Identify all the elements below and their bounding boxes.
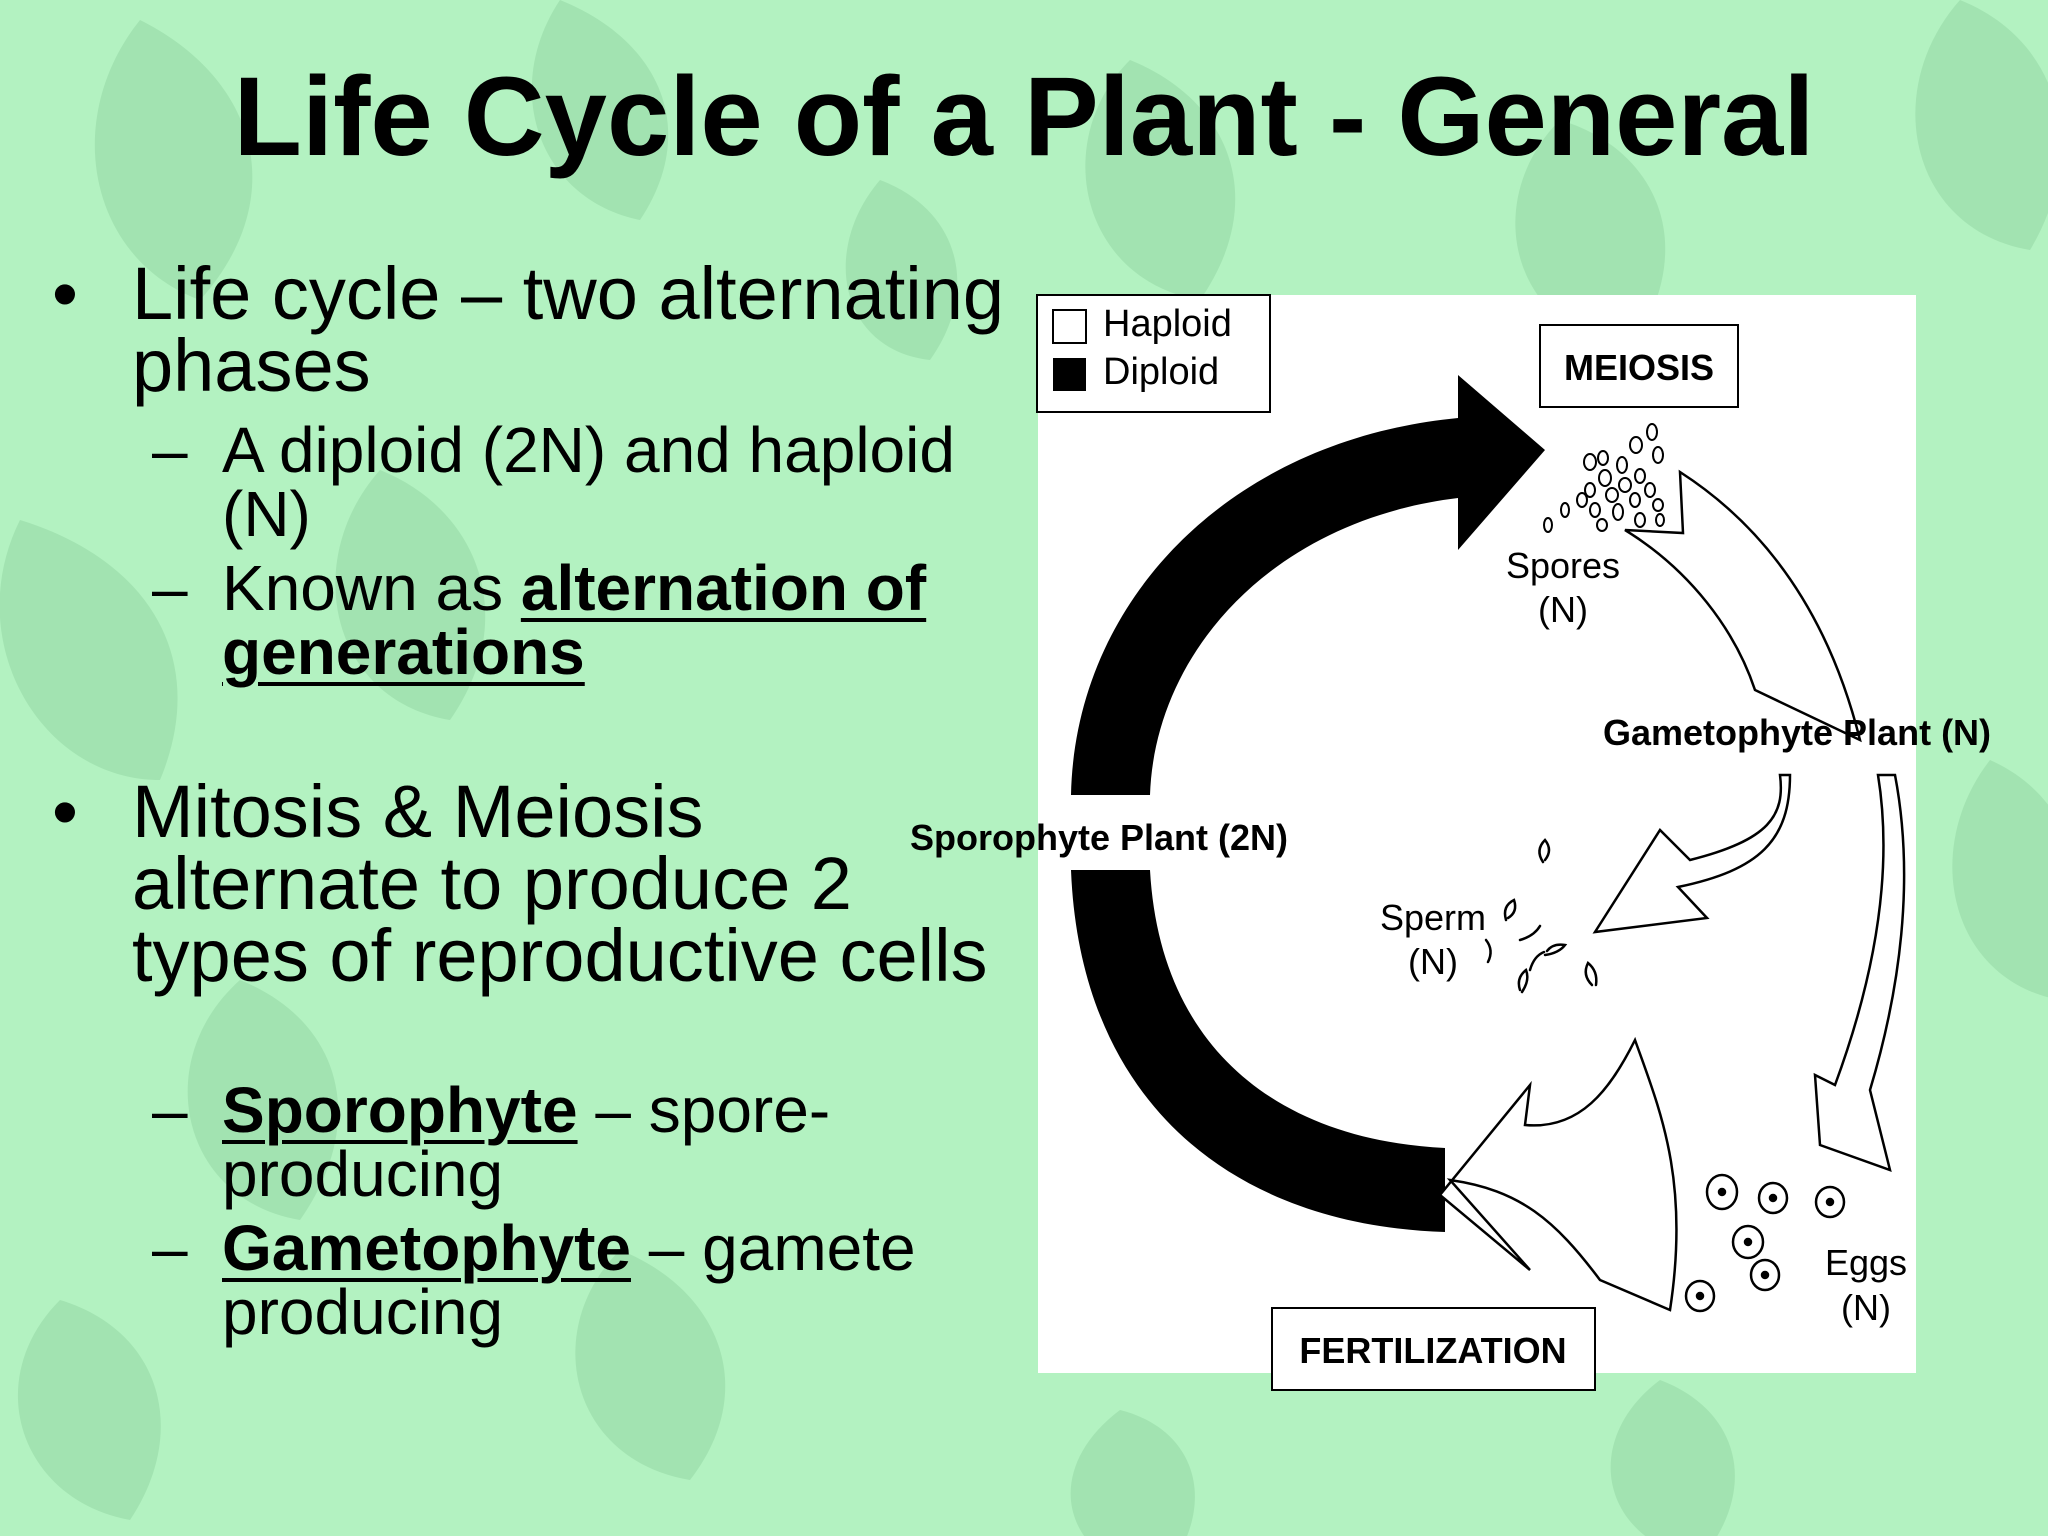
spores-label: Spores: [1506, 545, 1620, 586]
meiosis-label: MEIOSIS: [1564, 347, 1714, 388]
diploid-legend-swatch: [1053, 358, 1086, 391]
leaf-icon: [1610, 1380, 1735, 1536]
bullet-marker: •: [52, 252, 78, 335]
leaf-icon: [531, 0, 669, 220]
leaf-icon: [1952, 760, 2048, 998]
meiosis-box: [1539, 324, 1739, 408]
sperm-label: Sperm: [1380, 897, 1486, 938]
sub-bullet-text: Known as: [222, 552, 521, 624]
key-term: alternation of generations: [222, 552, 927, 688]
sub-bullet-marker: –: [152, 1074, 188, 1146]
spores-ploidy-label: (N): [1538, 589, 1588, 630]
sporophyte-plant-label: Sporophyte Plant (2N): [910, 817, 1288, 858]
leaf-icon: [845, 180, 958, 360]
key-term: Gametophyte: [222, 1212, 631, 1284]
sub-bullet-text: – gamete producing: [222, 1212, 916, 1348]
eggs-label: Eggs: [1825, 1242, 1907, 1283]
sub-bullet-item: – Sporophyte – spore-producing: [152, 1078, 1022, 1206]
sub-bullet-item: – Gametophyte – gamete producing: [152, 1216, 1022, 1344]
sporophyte-arrow-tail: [1071, 870, 1445, 1232]
sperm-ploidy-label: (N): [1408, 941, 1458, 982]
leaf-icon: [0, 520, 178, 780]
spores-cluster: [1543, 423, 1665, 533]
sub-bullet-item: – A diploid (2N) and haploid (N): [152, 418, 1022, 546]
leaf-icon: [187, 980, 339, 1220]
sub-bullet-marker: –: [152, 414, 188, 486]
leaf-icon: [335, 470, 486, 720]
leaf-icon: [1070, 1410, 1195, 1536]
bullet-marker: •: [52, 770, 78, 853]
key-term: Sporophyte: [222, 1074, 578, 1146]
sub-bullet-marker: –: [152, 1212, 188, 1284]
leaf-icon: [1515, 120, 1666, 350]
sperm-cluster: [1484, 838, 1598, 994]
bullet-text: Mitosis & Meiosis alternate to produce 2…: [132, 770, 988, 997]
sub-bullet-text: A diploid (2N) and haploid (N): [222, 414, 955, 550]
legend-haploid-label: Haploid: [1103, 303, 1232, 345]
gametophyte-plant-label: Gametophyte Plant (N): [1603, 712, 1991, 753]
sub-bullet-item: – Known as alternation of generations: [152, 556, 1022, 684]
leaf-icon: [1085, 60, 1236, 300]
meiosis-to-gametophyte-arrow: [1624, 469, 1862, 743]
bullet-item: • Life cycle – two alternating phases: [52, 257, 1012, 403]
eggs-cluster: [1684, 1173, 1846, 1313]
eggs-ploidy-label: (N): [1841, 1287, 1891, 1328]
legend-diploid-label: Diploid: [1103, 351, 1219, 393]
bullet-item: • Mitosis & Meiosis alternate to produce…: [52, 775, 1012, 993]
sub-bullet-marker: –: [152, 552, 188, 624]
leaf-icon: [1915, 0, 2048, 250]
haploid-legend-swatch: [1052, 309, 1087, 344]
sub-bullet-text: – spore-producing: [222, 1074, 831, 1210]
slide-title: Life Cycle of a Plant - General: [233, 54, 1815, 179]
leaf-icon: [17, 1300, 161, 1520]
bullet-text: Life cycle – two alternating phases: [132, 252, 1005, 407]
leaf-icon: [94, 20, 253, 300]
gametophyte-to-sperm-arrow: [1592, 773, 1792, 934]
sporophyte-arrow: [1071, 375, 1545, 795]
leaf-icon: [575, 1250, 726, 1480]
gametophyte-to-eggs-arrow: [1813, 773, 1906, 1172]
fertilization-label: FERTILIZATION: [1299, 1330, 1566, 1371]
fertilization-to-sporophyte-arrow: [1438, 1036, 1678, 1312]
bullet-list: • Life cycle – two alternating phases – …: [0, 0, 1010, 1536]
fertilization-box: [1271, 1307, 1596, 1391]
